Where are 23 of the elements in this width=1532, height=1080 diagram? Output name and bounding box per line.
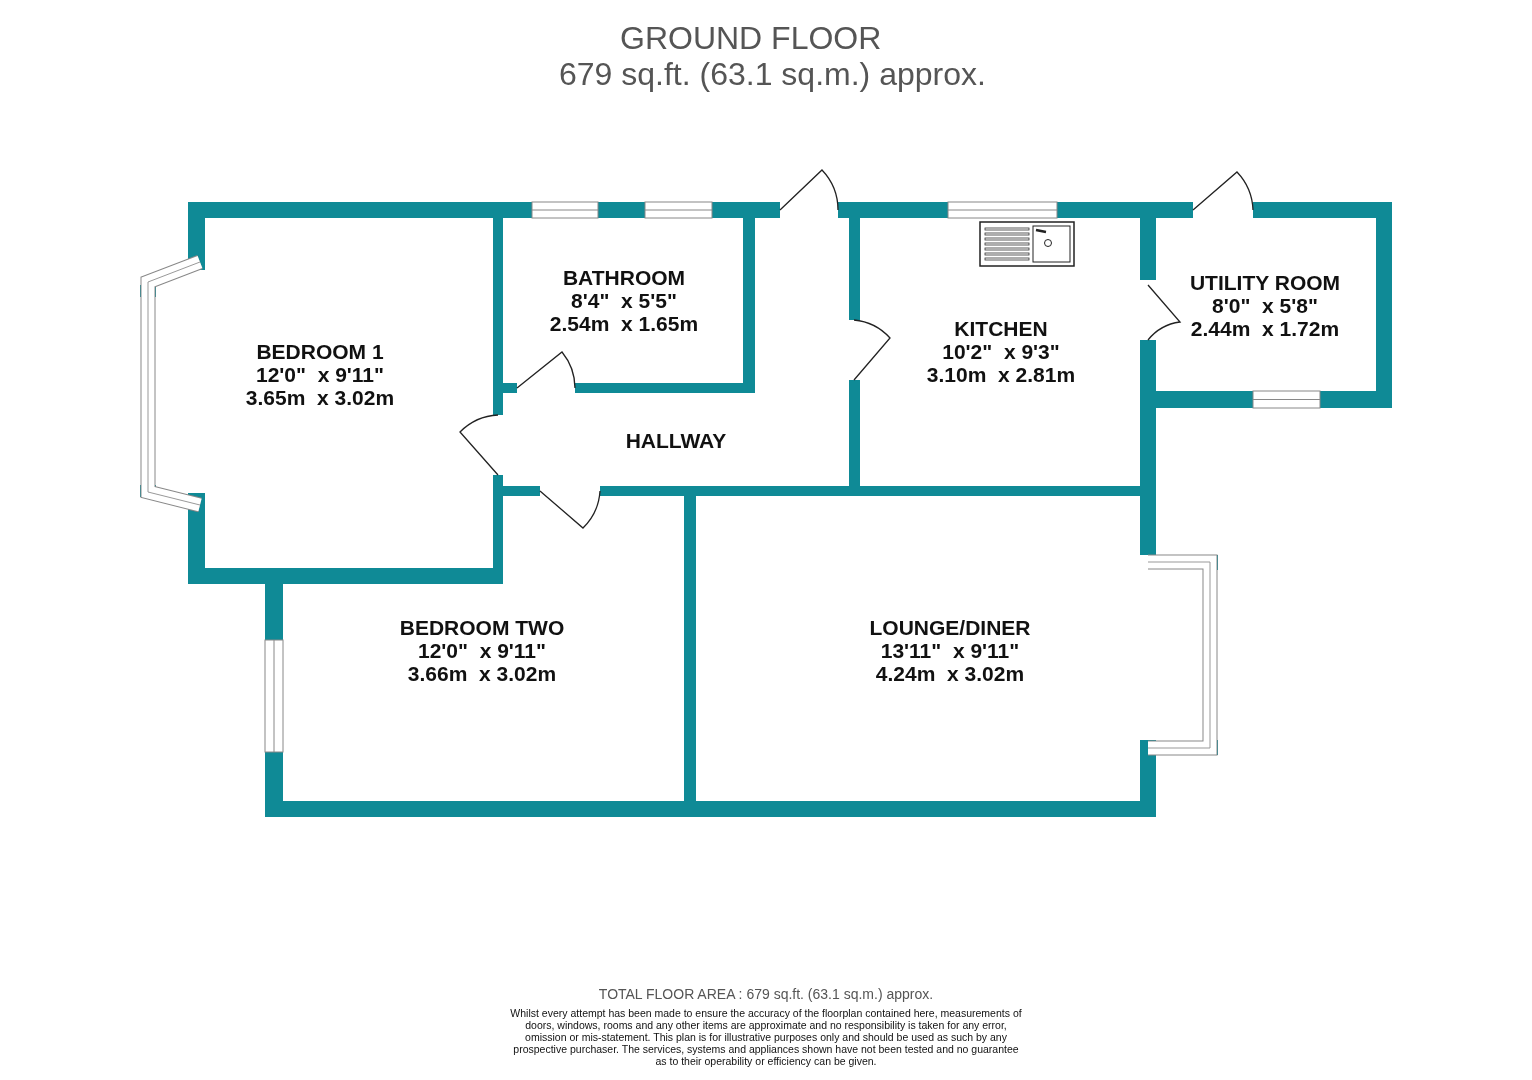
- room-name: LOUNGE/DINER: [869, 616, 1031, 639]
- room-dimensions-metric: 4.24m x 3.02m: [874, 662, 1026, 685]
- room-dimensions-imperial: 8'4" x 5'5": [570, 289, 678, 312]
- room-dimensions-metric: 3.66m x 3.02m: [406, 662, 558, 685]
- room-dimensions-metric: 3.65m x 3.02m: [245, 386, 395, 409]
- room-name: BEDROOM 1: [255, 340, 385, 363]
- disclaimer-paragraph: Whilst every attempt has been made to ensure the accuracy of the floorplan contained here, measurements of doors, windows, rooms and any other items are approximate and no responsibility is taken for any error, omission or mis-statement. This plan is for illustrative purposes only and should be used as such by any prospective purchaser. The services, systems and appliances shown have not been tested and no guarantee as to their operability or efficiency can be given.: [509, 1007, 1023, 1067]
- total-floor-area-note: TOTAL FLOOR AREA : 679 sq.ft. (63.1 sq.m.) approx.: [597, 986, 935, 1002]
- room-dimensions-metric: 2.44m x 1.72m: [1189, 317, 1341, 340]
- room-dimensions-imperial: 12'0" x 9'11": [417, 639, 547, 662]
- floor-area-subtitle: 679 sq.ft. (63.1 sq.m.) approx.: [559, 56, 986, 93]
- room-dimensions-imperial: 13'11" x 9'11": [879, 639, 1021, 662]
- room-name: UTILITY ROOM: [1189, 271, 1341, 294]
- plan-title: GROUND FLOOR: [620, 20, 882, 57]
- room-name: BEDROOM TWO: [399, 616, 565, 639]
- room-name: HALLWAY: [625, 429, 727, 452]
- room-dimensions-imperial: 10'2" x 9'3": [941, 340, 1061, 363]
- room-name: BATHROOM: [561, 266, 687, 289]
- room-dimensions-metric: 2.54m x 1.65m: [549, 312, 699, 335]
- room-name: KITCHEN: [953, 317, 1049, 340]
- room-dimensions-imperial: 8'0" x 5'8": [1211, 294, 1319, 317]
- room-dimensions-imperial: 12'0" x 9'11": [255, 363, 385, 386]
- room-dimensions-metric: 3.10m x 2.81m: [926, 363, 1076, 386]
